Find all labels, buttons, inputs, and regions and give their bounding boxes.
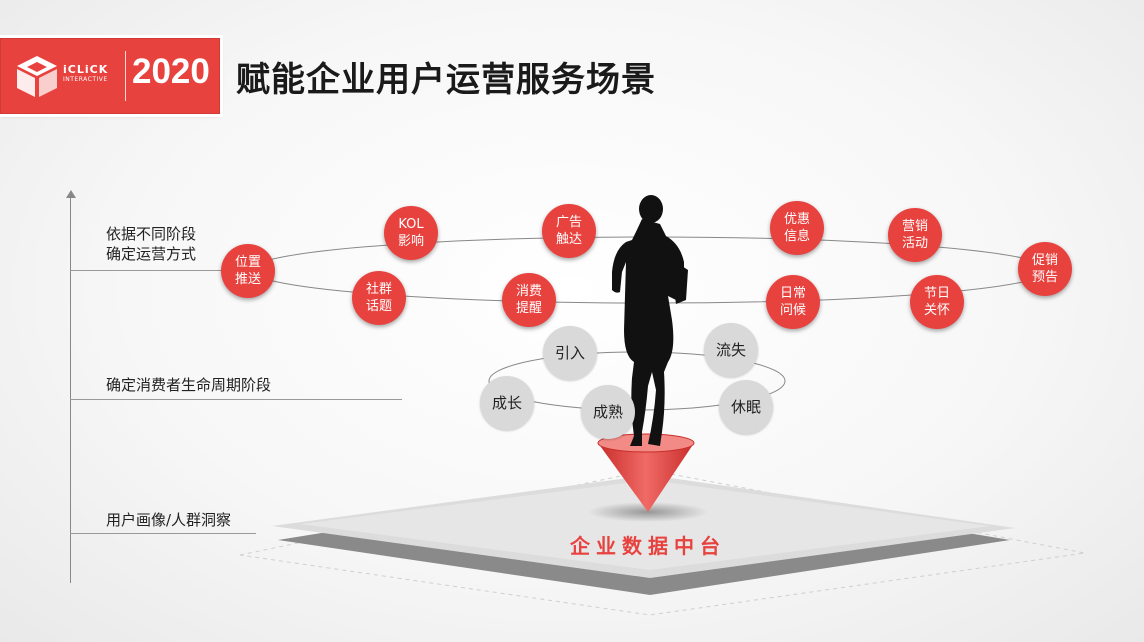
node-promotion-preview: 促销 预告: [1018, 242, 1072, 296]
stage-label-persona: 用户画像/人群洞察: [106, 511, 232, 529]
node-location-push: 位置 推送: [221, 244, 275, 298]
platform-label: 企业数据中台: [570, 534, 726, 558]
node-lifecycle-churn: 流失: [704, 323, 758, 377]
brand-logo-block: iCLiCK INTERACTIVE 2020: [0, 38, 220, 114]
platform-top-highlight: [300, 480, 990, 570]
woman-silhouette-icon: [612, 195, 688, 446]
node-kol-influence: KOL 影响: [384, 206, 438, 260]
node-lifecycle-dormancy: 休眠: [719, 380, 773, 434]
stage-divider-operation: [70, 270, 222, 271]
stage-divider-persona: [70, 533, 256, 534]
brand-name: iCLiCK INTERACTIVE: [63, 63, 109, 85]
vertical-axis: [70, 195, 71, 583]
node-lifecycle-maturity: 成熟: [581, 385, 635, 439]
stage-divider-lifecycle: [70, 399, 402, 400]
logo-year: 2020: [132, 52, 210, 91]
node-lifecycle-introduction: 引入: [543, 326, 597, 380]
stage-label-lifecycle: 确定消费者生命周期阶段: [106, 376, 272, 394]
node-daily-greeting: 日常 问候: [766, 275, 820, 329]
brand-wordmark: iCLiCK: [63, 63, 109, 76]
iclick-cube-logo-icon: [17, 56, 57, 97]
node-community-topic: 社群 话题: [352, 271, 406, 325]
node-consumption-reminder: 消费 提醒: [502, 273, 556, 327]
brand-subtitle: INTERACTIVE: [63, 76, 108, 83]
node-marketing-activity: 营销 活动: [888, 208, 942, 262]
node-lifecycle-growth: 成长: [480, 376, 534, 430]
funnel-cone-icon: [597, 433, 695, 512]
page-title: 赋能企业用户运营服务场景: [236, 60, 656, 100]
node-discount-info: 优惠 信息: [770, 201, 824, 255]
node-holiday-care: 节日 关怀: [910, 275, 964, 329]
logo-divider: [125, 51, 126, 101]
stage-label-operation: 依据不同阶段 确定运营方式: [106, 225, 197, 263]
axis-arrow-icon: [66, 190, 76, 198]
node-ad-reach: 广告 触达: [542, 204, 596, 258]
